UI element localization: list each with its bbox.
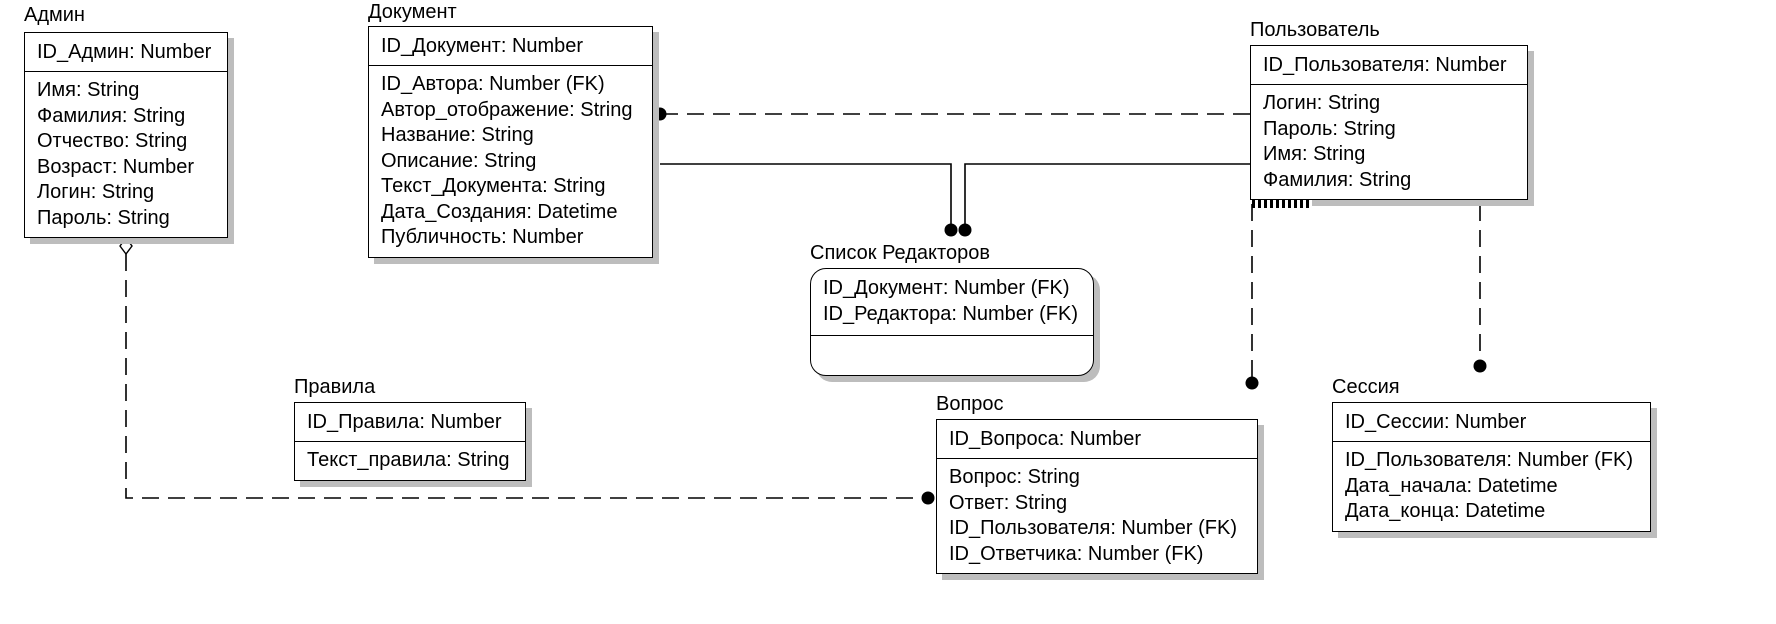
attribute: ID_Автора: Number (FK)	[381, 73, 605, 95]
entity-user: ID_Пользователя: Number Логин: String Па…	[1250, 45, 1528, 200]
entity-title-editors: Список Редакторов	[810, 242, 990, 264]
attribute: Автор_отображение: String	[381, 98, 633, 121]
attribute: Дата_начала: Datetime	[1345, 474, 1558, 497]
entity-question: ID_Вопроса: Number Вопрос: String Ответ:…	[936, 419, 1258, 574]
attribute: Дата_Создания: Datetime	[381, 200, 618, 223]
attribute: Вопрос: String	[949, 466, 1080, 488]
attribute: Дата_конца: Datetime	[1345, 500, 1546, 522]
attribute: Фамилия: String	[37, 104, 186, 127]
attribute: ID_Пользователя: Number (FK)	[1345, 449, 1633, 471]
pk-editors: ID_Документ: Number (FK) ID_Редактора: N…	[811, 269, 1093, 336]
rel-user-session	[1473, 204, 1487, 373]
attribute: Логин: String	[1263, 92, 1381, 114]
attribute: Пароль: String	[37, 206, 170, 229]
attribute: Пароль: String	[1263, 117, 1396, 140]
attribute: Отчество: String	[37, 130, 188, 152]
attribute: Название: String	[381, 124, 534, 146]
pk-document: ID_Документ: Number	[369, 27, 652, 66]
attribute: Текст_правила: String	[307, 449, 510, 471]
entity-title-session: Сессия	[1332, 376, 1400, 398]
rel-admin-question	[119, 236, 935, 505]
attribute: ID_Пользователя: Number (FK)	[949, 517, 1237, 539]
pk-user: ID_Пользователя: Number	[1251, 46, 1527, 85]
attribute: Логин: String	[37, 181, 155, 203]
entity-session: ID_Сессии: Number ID_Пользователя: Numbe…	[1332, 402, 1651, 532]
attribute: Текст_Документа: String	[381, 175, 606, 197]
entity-rules: ID_Правила: Number Текст_правила: String	[294, 402, 526, 481]
rel-document-editors	[660, 163, 958, 237]
pk-question: ID_Вопроса: Number	[937, 420, 1257, 459]
selection-hatch	[1252, 200, 1312, 208]
pk-rules: ID_Правила: Number	[295, 403, 525, 442]
entity-document: ID_Документ: Number ID_Автора: Number (F…	[368, 26, 653, 258]
entity-title-question: Вопрос	[936, 393, 1004, 415]
attrs-user: Логин: String Пароль: String Имя: String…	[1251, 85, 1527, 199]
attrs-question: Вопрос: String Ответ: String ID_Пользова…	[937, 459, 1257, 573]
rel-user-editors	[958, 163, 1250, 237]
attribute: Фамилия: String	[1263, 168, 1412, 191]
entity-admin: ID_Админ: Number Имя: String Фамилия: St…	[24, 32, 228, 238]
attrs-session: ID_Пользователя: Number (FK) Дата_начала…	[1333, 442, 1650, 531]
attribute: Описание: String	[381, 149, 537, 172]
attribute: Возраст: Number	[37, 155, 195, 178]
attribute: ID_Редактора: Number (FK)	[823, 302, 1079, 325]
pk-admin: ID_Админ: Number	[25, 33, 227, 72]
pk-session: ID_Сессии: Number	[1333, 403, 1650, 442]
attrs-document: ID_Автора: Number (FK) Автор_отображение…	[369, 66, 652, 257]
entity-title-document: Документ	[368, 1, 457, 23]
entity-editors: ID_Документ: Number (FK) ID_Редактора: N…	[810, 268, 1094, 376]
rel-user-document	[653, 107, 1250, 121]
entity-title-rules: Правила	[294, 376, 376, 398]
attrs-rules: Текст_правила: String	[295, 442, 525, 480]
entity-title-admin: Админ	[24, 4, 85, 26]
entity-title-user: Пользователь	[1250, 19, 1380, 41]
attribute: Имя: String	[37, 79, 140, 101]
attribute: Ответ: String	[949, 491, 1068, 514]
attrs-admin: Имя: String Фамилия: String Отчество: St…	[25, 72, 227, 237]
attribute: Имя: String	[1263, 143, 1366, 165]
attribute: ID_Документ: Number (FK)	[823, 277, 1070, 299]
rel-user-question	[1245, 204, 1259, 390]
attribute: Публичность: Number	[381, 226, 584, 248]
attribute: ID_Ответчика: Number (FK)	[949, 542, 1204, 565]
